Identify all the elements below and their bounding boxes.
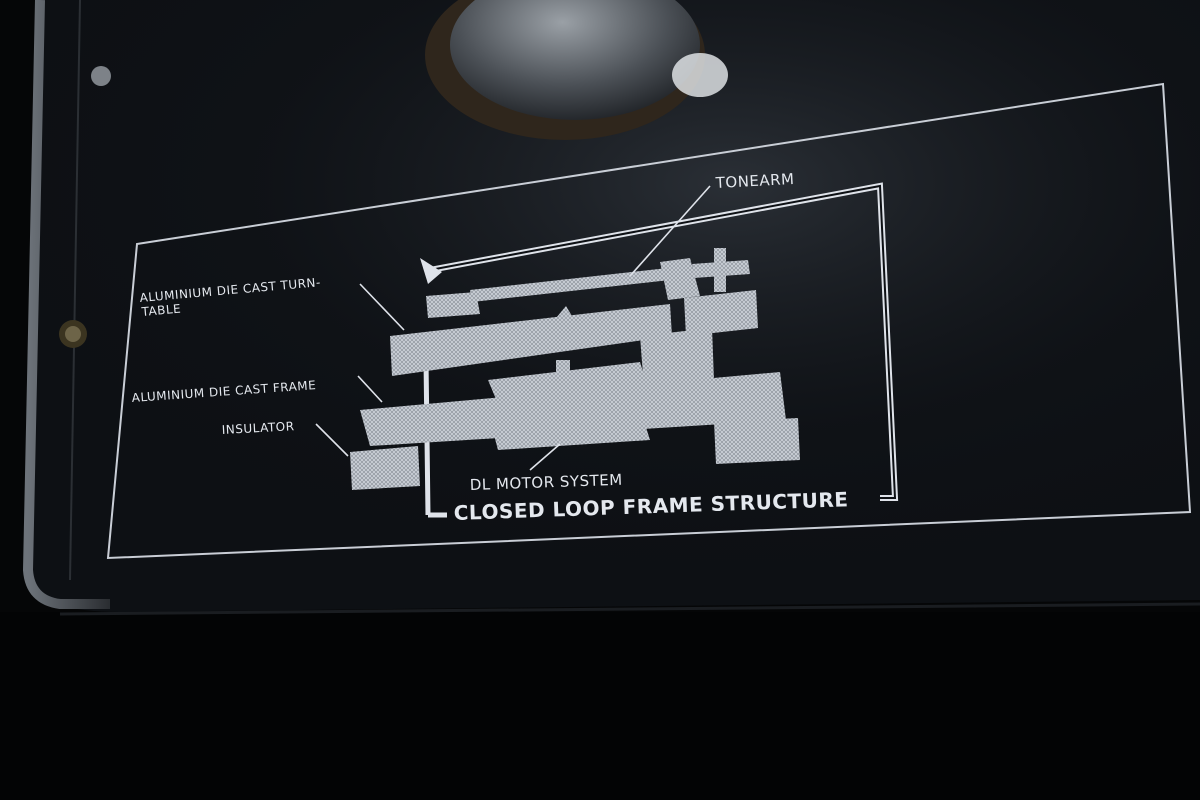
insulator-left [350,446,420,490]
frame-drawing [360,372,786,446]
motor-body [488,362,648,404]
cabinet-lower [0,612,1200,800]
tonearm-drawing [426,248,750,318]
label-insulator: INSULATOR [221,419,294,437]
label-turntable-line2: TABLE [140,302,182,319]
turntable-platter [390,304,672,376]
insulator-right [714,418,800,464]
screw-icon [91,66,111,86]
label-tonearm: TONEARM [714,170,795,192]
leader-lines [315,185,711,471]
diagram-plate-border [106,82,1192,560]
label-motor: DL MOTOR SYSTEM [470,471,623,494]
panel-edge [22,0,110,609]
